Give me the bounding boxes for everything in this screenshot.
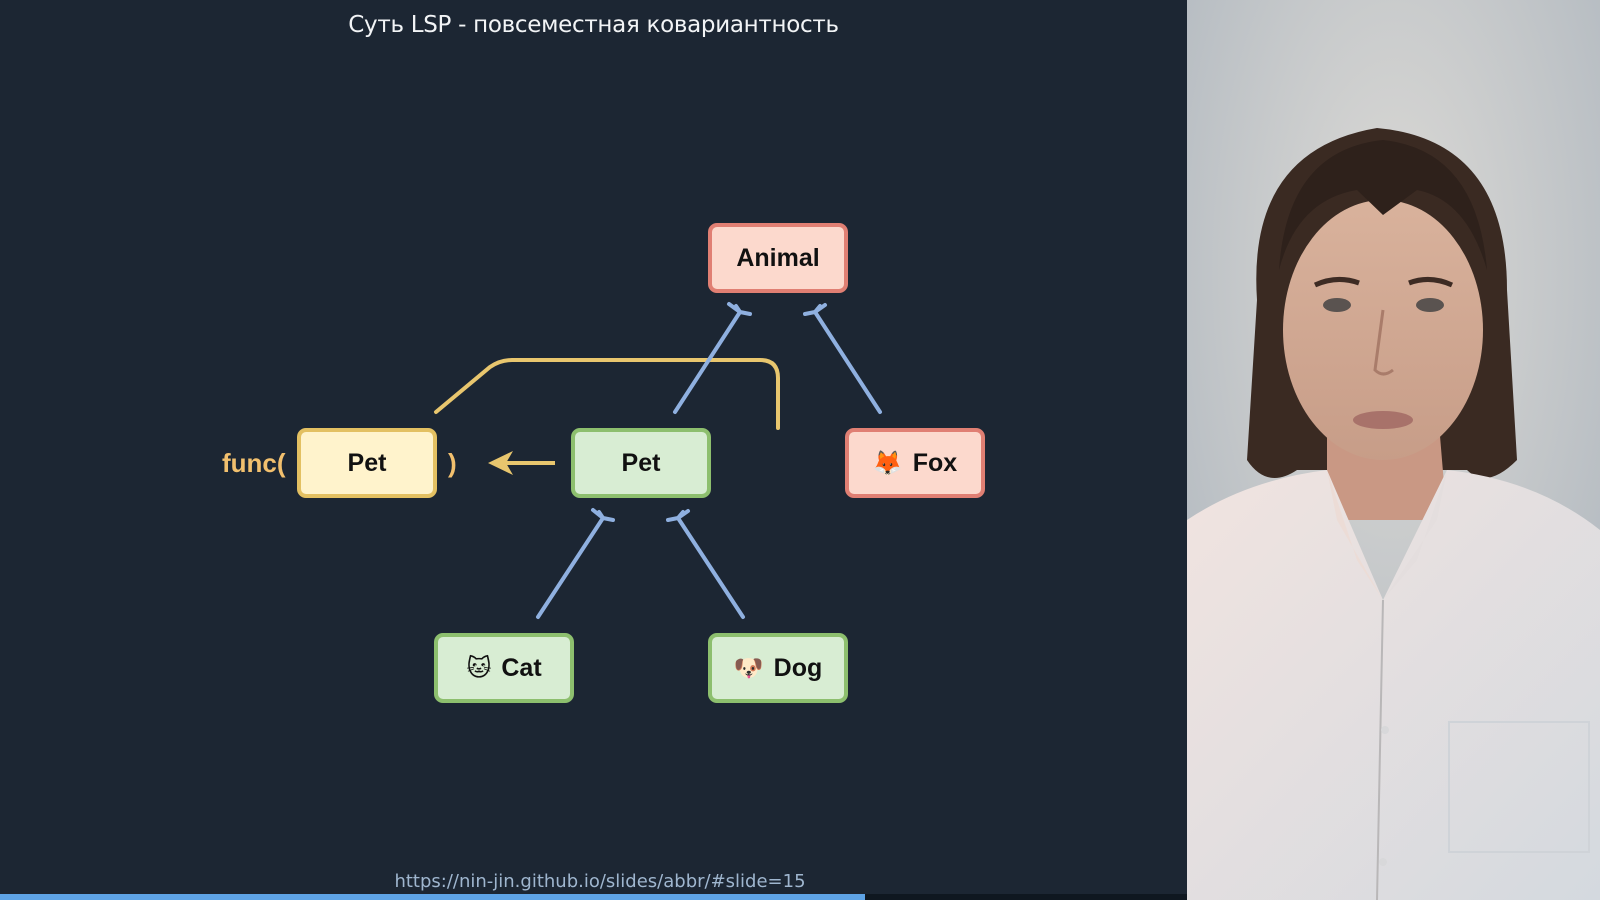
node-animal: Animal [708,223,848,293]
fox-icon: 🦊 [872,449,903,477]
slide-url-link[interactable]: https://nin-jin.github.io/slides/abbr/#s… [394,871,806,892]
func-open-label: func( [222,448,286,478]
presenter-webcam [1187,0,1600,900]
dog-to-pet-head [666,509,690,522]
pet-to-animal-head [727,302,752,316]
node-fox: 🦊 Fox [845,428,985,498]
slide: Суть LSP - повсеместная ковариантность A… [0,12,1187,900]
node-animal-label: Animal [736,243,820,272]
node-dog-label: Dog [773,653,823,682]
slide-title: Суть LSP - повсеместная ковариантность [348,12,839,38]
cat-icon: 🐱 [466,654,492,682]
slide-progress-bar[interactable] [0,894,1187,900]
covariance-bracket-line [434,358,780,430]
node-cat-label: Cat [501,653,542,682]
fox-to-animal-line [813,310,882,414]
pet-to-animal-line [673,310,742,414]
yellow-arrow-head [488,451,513,475]
node-fox-label: Fox [912,448,958,477]
node-cat: 🐱 Cat [434,633,574,703]
dog-to-pet-line [676,516,745,619]
cat-to-pet-head [591,508,615,522]
dog-icon: 🐶 [733,654,764,682]
node-pet-label: Pet [621,448,661,477]
node-pet-parameter: Pet [297,428,437,498]
node-dog: 🐶 Dog [708,633,848,703]
fox-to-animal-head [803,303,827,316]
node-pet-parameter-label: Pet [347,448,387,477]
func-close-label: ) [448,448,457,478]
diagram-connectors [434,302,882,619]
slide-progress-fill [0,894,865,900]
cat-to-pet-line [536,516,605,619]
node-pet: Pet [571,428,711,498]
presenter-silhouette [1187,0,1600,900]
